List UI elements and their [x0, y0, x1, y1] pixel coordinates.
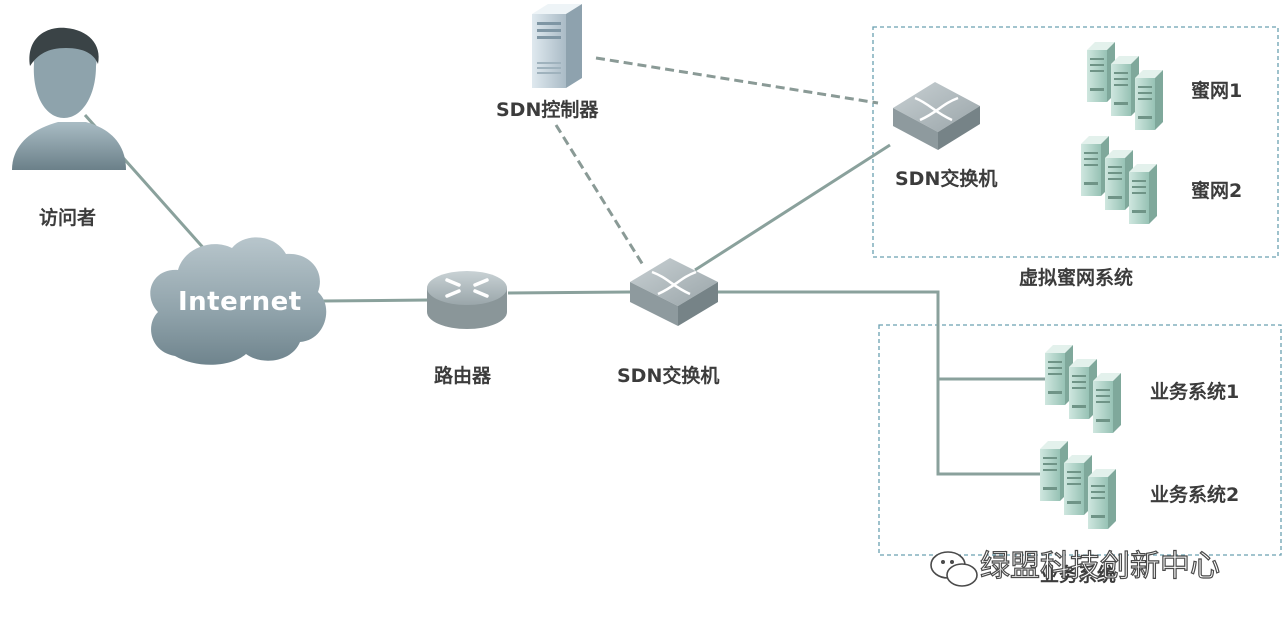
honeynet2-label: 蜜网2: [1191, 180, 1243, 202]
business2-label: 业务系统2: [1150, 484, 1240, 506]
link-router-switch: [507, 290, 631, 295]
internet-cloud-icon: [150, 237, 327, 365]
sdn-switch-main-label: SDN交换机: [617, 365, 720, 387]
sdn-switch-main-icon: [630, 258, 718, 326]
links: [83, 114, 1045, 476]
business1-label: 业务系统1: [1150, 381, 1240, 403]
visitor-label: 访问者: [39, 207, 97, 229]
control-link-main: [554, 124, 645, 266]
internet-label: Internet: [178, 287, 302, 317]
visitor-icon: [12, 27, 126, 170]
honeynet1-label: 蜜网1: [1191, 80, 1243, 102]
sdn-controller-label: SDN控制器: [496, 99, 599, 121]
router-icon: [427, 271, 507, 329]
control-links: [554, 56, 879, 266]
business-group-label: 业务系统: [1040, 564, 1117, 586]
link-switch-honeynet-switch: [694, 143, 891, 272]
sdn-switch-honeynet-label: SDN交换机: [895, 168, 998, 190]
watermark-text: 绿盟科技创新中心: [979, 549, 1220, 584]
router-label: 路由器: [434, 365, 492, 387]
link-switch-business: [718, 290, 1040, 476]
link-internet-router: [321, 298, 431, 303]
sdn-switch-honeynet-icon: [893, 82, 980, 150]
sdn-controller-server-icon: [532, 4, 582, 88]
wechat-logo-icon: [930, 551, 978, 587]
control-link-honeynet: [595, 56, 879, 105]
virtual-honeynet-group-label: 虚拟蜜网系统: [1019, 267, 1134, 289]
